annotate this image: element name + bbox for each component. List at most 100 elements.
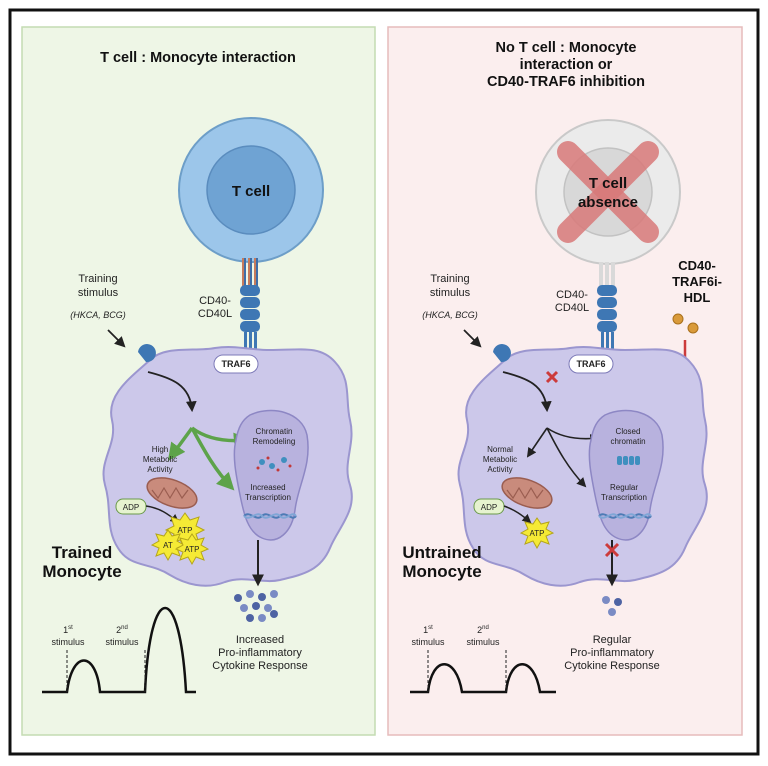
right-panel-title-line2: interaction or: [520, 57, 613, 73]
atp-label-right: ATP: [530, 529, 545, 538]
metabolic-label-line2: Metabolic: [143, 455, 177, 464]
cd40-label-line2: CD40L: [198, 308, 232, 320]
atp-label-1: ATP: [178, 526, 193, 535]
response-label-line3: Cytokine Response: [212, 660, 307, 672]
left-panel-title: T cell : Monocyte interaction: [100, 50, 296, 66]
training-stimulus-label-right-line2: stimulus: [430, 287, 471, 299]
stimulus-arrow: [107, 329, 126, 348]
training-stimulus-label-line2: stimulus: [78, 287, 119, 299]
metabolic-label-right-line1: Normal: [487, 445, 513, 454]
closed-chromatin-icon: [617, 456, 640, 465]
monocyte-label-line2: Monocyte: [42, 562, 121, 581]
regular-response-label-line1: Regular: [593, 634, 632, 646]
monocyte-nucleus: [233, 409, 309, 541]
first-stimulus-word: stimulus: [51, 637, 85, 647]
hdl-particle-icon-2: [687, 322, 699, 334]
atp-label-2: ATP: [185, 545, 200, 554]
metabolic-label-right-line3: Activity: [487, 465, 512, 474]
closed-chromatin-label-line1: Closed: [616, 427, 641, 436]
first-stimulus-word-right: stimulus: [411, 637, 445, 647]
right-panel-title-line1: No T cell : Monocyte: [496, 40, 637, 56]
stimulus-arrow-right: [463, 329, 482, 348]
inhibitor-label-line3: HDL: [684, 290, 711, 305]
atp-burst-icon-right: [519, 517, 555, 550]
inhibitor-label-line2: TRAF6i-: [672, 274, 722, 289]
mitochondrion-cristae-right: [506, 486, 544, 500]
monocyte-nucleus-right: [588, 409, 664, 541]
untrained-monocyte-label-line1: Untrained: [402, 543, 481, 562]
dna-helix-strand-right: [598, 513, 652, 519]
dna-helix-strand: [243, 513, 297, 519]
traf6-label: TRAF6: [222, 359, 251, 369]
black-arrow-transcription: [546, 427, 587, 488]
chromatin-label-line1: Chromatin: [256, 427, 293, 436]
second-stimulus-label: 2nd: [116, 625, 128, 635]
open-chromatin-icon: [256, 456, 292, 472]
transcription-label-line2: Transcription: [245, 493, 291, 502]
green-arrow-transcription: [190, 427, 235, 491]
cd40-label-right-line2: CD40L: [555, 302, 589, 314]
atp-burst-icon-3: [174, 533, 210, 566]
first-stimulus-label-right: 1st: [423, 625, 433, 635]
pattern-receptor-icon-right: [493, 344, 511, 363]
adp-label: ADP: [123, 503, 139, 512]
traf6-label-right: TRAF6: [577, 359, 606, 369]
response-label-line2: Pro-inflammatory: [218, 647, 302, 659]
cd40-receptor-icon: [240, 285, 260, 354]
chromatin-label-line2: Remodeling: [253, 437, 296, 446]
adp-label-right: ADP: [481, 503, 497, 512]
cd40-label-line1: CD40-: [199, 295, 231, 307]
signaling-pathway-arrow-right: [502, 371, 552, 413]
training-stimulus-examples-right: (HKCA, BCG): [422, 310, 478, 320]
cytokine-cluster-icon: [234, 590, 278, 622]
adp-to-atp-arrow-right: [503, 505, 532, 524]
monocyte-cell-body: [102, 346, 353, 587]
regular-transcription-label-line2: Transcription: [601, 493, 647, 502]
transcription-label-line1: Increased: [250, 483, 285, 492]
training-stimulus-label-right-line1: Training: [430, 273, 469, 285]
regular-response-label-line3: Cytokine Response: [564, 660, 659, 672]
hdl-particle-icon: [672, 313, 684, 325]
cytokine-cluster-icon-right: [602, 596, 622, 616]
monocyte-label-line1: Trained: [52, 543, 112, 562]
traf6-badge: [213, 354, 259, 374]
right-panel-title-line3: CD40-TRAF6 inhibition: [487, 74, 645, 90]
cd40l-ligand-icon: [242, 258, 258, 292]
regular-response-label-line2: Pro-inflammatory: [570, 647, 654, 659]
left-panel: T cell : Monocyte interaction T cell CD4…: [21, 26, 376, 736]
atp-partial-label: AT: [163, 541, 173, 550]
second-stimulus-word-right: stimulus: [466, 637, 500, 647]
response-label-line1: Increased: [236, 634, 284, 646]
regular-transcription-label-line1: Regular: [610, 483, 638, 492]
signaling-pathway-arrow: [147, 371, 197, 413]
metabolic-label-line3: Activity: [147, 465, 172, 474]
right-panel: No T cell : Monocyte interaction or CD40…: [387, 26, 743, 736]
traf6-badge-right: [568, 354, 614, 374]
metabolic-label-right-line2: Metabolic: [483, 455, 517, 464]
blocked-signal-cross-icon: [545, 370, 559, 384]
pattern-receptor-icon: [138, 344, 156, 363]
faded-ligand-icon: [599, 262, 615, 288]
green-arrow-metabolic: [167, 426, 194, 461]
training-stimulus-examples: (HKCA, BCG): [70, 310, 126, 320]
t-cell-label: T cell: [232, 183, 270, 200]
training-stimulus-label-line1: Training: [78, 273, 117, 285]
metabolic-label-line1: High: [152, 445, 168, 454]
first-stimulus-label: 1st: [63, 625, 73, 635]
cd40-label-right-line1: CD40-: [556, 289, 588, 301]
untrained-response-curve: [410, 663, 556, 694]
inhibitor-label-line1: CD40-: [678, 258, 716, 273]
mitochondrion-icon-right: [501, 477, 553, 509]
absent-t-cell-label-line2: absence: [578, 194, 638, 211]
cross-icon: [557, 141, 659, 243]
second-stimulus-label-right: 2nd: [477, 625, 489, 635]
cd40-receptor-icon-right: [597, 285, 617, 354]
t-cell-nucleus: [206, 145, 296, 235]
untrained-monocyte-label-line2: Monocyte: [402, 562, 481, 581]
mitochondrion-icon: [146, 477, 198, 509]
atp-burst-icon-2: [150, 529, 186, 562]
closed-chromatin-label-line2: chromatin: [610, 437, 645, 446]
second-stimulus-word: stimulus: [105, 637, 139, 647]
blocked-output-cross-icon: [604, 542, 620, 558]
